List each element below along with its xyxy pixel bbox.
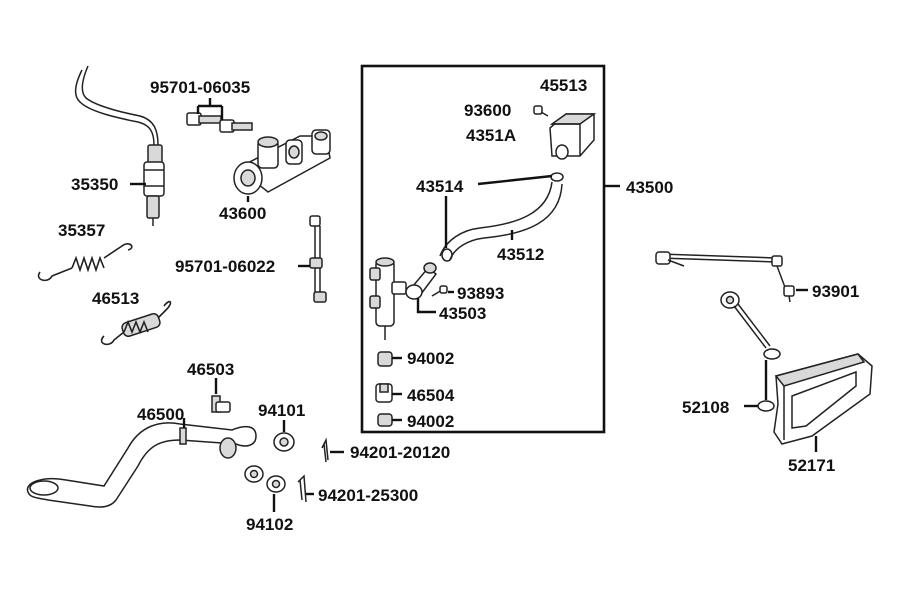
label-94201-25300: 94201-25300 <box>318 486 418 505</box>
label-46503: 46503 <box>187 360 234 379</box>
spring-46513-drawing <box>100 300 172 346</box>
reservoir-drawing <box>549 113 597 160</box>
label-52171: 52171 <box>788 456 835 475</box>
label-94201-20120: 94201-20120 <box>350 443 450 462</box>
label-46504: 46504 <box>407 386 455 405</box>
lever-46503-drawing <box>211 395 231 413</box>
washer-94101-drawing <box>273 432 295 452</box>
label-43514: 43514 <box>416 177 464 196</box>
label-43503: 43503 <box>439 304 486 323</box>
label-46513: 46513 <box>92 289 139 308</box>
screw-93893-drawing <box>431 285 448 297</box>
label-43600: 43600 <box>219 204 266 223</box>
bolt-pair-06035-drawing <box>186 112 253 133</box>
nut-94002-lower-drawing <box>377 413 393 427</box>
spring-35357-drawing <box>37 243 133 282</box>
label-93901: 93901 <box>812 282 859 301</box>
label-95701-06035: 95701-06035 <box>150 78 250 97</box>
brake-joint-block-drawing <box>233 129 331 195</box>
brake-pedal-drawing <box>26 422 257 508</box>
washer-94102-drawing <box>244 465 286 493</box>
master-cylinder-group-frame <box>360 64 606 434</box>
reservoir-hose-drawing <box>439 181 563 261</box>
label-45513: 45513 <box>540 76 587 95</box>
nut-94002-upper-drawing <box>377 351 393 367</box>
brake-light-switch-drawing <box>74 65 165 226</box>
screw-93600-drawing <box>533 105 549 117</box>
label-43500: 43500 <box>626 178 673 197</box>
clevis-46504-drawing <box>375 383 393 403</box>
master-cylinder-drawing <box>369 257 438 340</box>
label-35350: 35350 <box>71 175 118 194</box>
bolt-set-06022-drawing <box>309 215 327 303</box>
label-52108: 52108 <box>682 398 729 417</box>
label-4351A: 4351A <box>466 126 516 145</box>
label-35357: 35357 <box>58 221 105 240</box>
label-94101: 94101 <box>258 401 305 420</box>
label-95701-06022: 95701-06022 <box>175 257 275 276</box>
label-94002-upper: 94002 <box>407 349 454 368</box>
label-93600: 93600 <box>464 101 511 120</box>
label-46500: 46500 <box>137 405 184 424</box>
bracket-52171-drawing <box>773 353 873 445</box>
label-93893: 93893 <box>457 284 504 303</box>
label-94102: 94102 <box>246 515 293 534</box>
leader-lines <box>130 98 818 512</box>
washer-52108-drawing <box>720 291 781 412</box>
label-94002-lower: 94002 <box>407 412 454 431</box>
cotter-pin-20120-drawing <box>321 437 329 463</box>
cotter-pin-25300-drawing <box>297 474 307 503</box>
label-43512: 43512 <box>497 245 544 264</box>
linkage-rod-drawing <box>655 251 795 303</box>
